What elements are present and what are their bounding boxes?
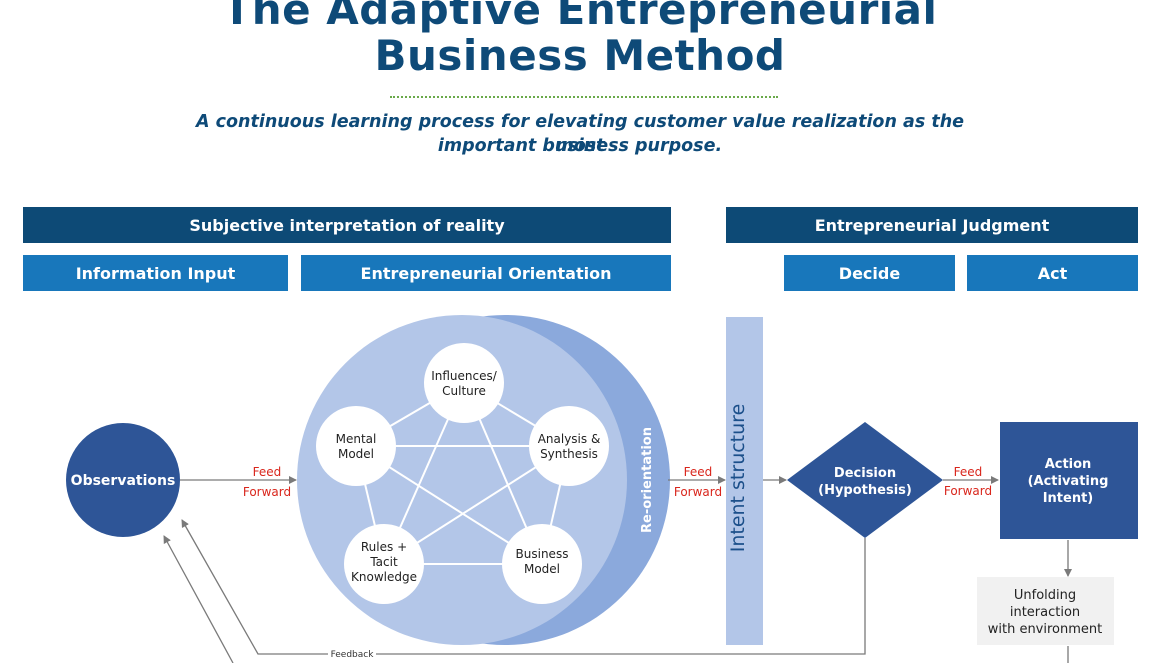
observations-node [66, 423, 180, 537]
forward-label-1: Forward [243, 485, 291, 499]
rules-label-1: Rules + [361, 540, 407, 554]
page-title-line-1: The Adaptive Entrepreneurial [222, 0, 938, 34]
band-act: Act [967, 255, 1138, 291]
feedback-label-bg [328, 647, 376, 660]
reorientation-label: Re-orientation [640, 427, 655, 533]
forward-label-2: Forward [674, 485, 722, 499]
decision-label-1: Decision [834, 466, 896, 481]
analysis-label-1: Analysis & [538, 432, 601, 446]
feed-label-1: Feed [253, 465, 282, 479]
business-label-2: Model [524, 562, 560, 576]
node-influences-culture [424, 343, 504, 423]
rules-label-2: Tacit [369, 555, 398, 569]
unfolding-label-3: with environment [988, 622, 1103, 637]
decision-diamond [787, 422, 943, 538]
intent-structure-label: Intent structure [727, 404, 749, 553]
forward-label-3: Forward [944, 484, 992, 498]
action-label-2: (Activating [1028, 474, 1109, 489]
mental-label-1: Mental [336, 432, 377, 446]
intent-structure-bar [726, 317, 763, 645]
band-entrepreneurial-orientation: Entrepreneurial Orientation [301, 255, 671, 291]
business-label-1: Business [516, 547, 569, 561]
node-mental-model [316, 406, 396, 486]
node-analysis-synthesis [529, 406, 609, 486]
subtitle-line-2: important business purpose. [437, 136, 723, 156]
band-entrepreneurial-judgment: Entrepreneurial Judgment [726, 207, 1138, 243]
subtitle-line-1: A continuous learning process for elevat… [195, 112, 965, 156]
unfolding-box [977, 577, 1114, 645]
decision-label-2: (Hypothesis) [818, 483, 912, 498]
feedback-line-decision [181, 519, 866, 655]
action-box [1000, 422, 1138, 539]
unfolding-label-1: Unfolding [1014, 588, 1076, 603]
influences-label-1: Influences/ [431, 369, 498, 383]
node-rules-tacit-knowledge [344, 524, 424, 604]
feedback-line-outer [163, 535, 234, 663]
feedback-label: Feedback [331, 650, 375, 660]
action-label-1: Action [1045, 457, 1092, 472]
influences-label-2: Culture [442, 384, 486, 398]
band-subjective-interpretation: Subjective interpretation of reality [23, 207, 671, 243]
band-decide: Decide [784, 255, 955, 291]
page-title-line-2: Business Method [374, 31, 786, 80]
unfolding-label-2: interaction [1010, 605, 1080, 620]
feed-label-3: Feed [954, 465, 983, 479]
observations-label: Observations [71, 473, 176, 489]
feed-label-2: Feed [684, 465, 713, 479]
rules-label-3: Knowledge [351, 570, 417, 584]
title-divider [390, 96, 778, 98]
action-label-3: Intent) [1043, 491, 1094, 506]
analysis-label-2: Synthesis [540, 447, 598, 461]
band-information-input: Information Input [23, 255, 288, 291]
node-business-model [502, 524, 582, 604]
mental-label-2: Model [338, 447, 374, 461]
